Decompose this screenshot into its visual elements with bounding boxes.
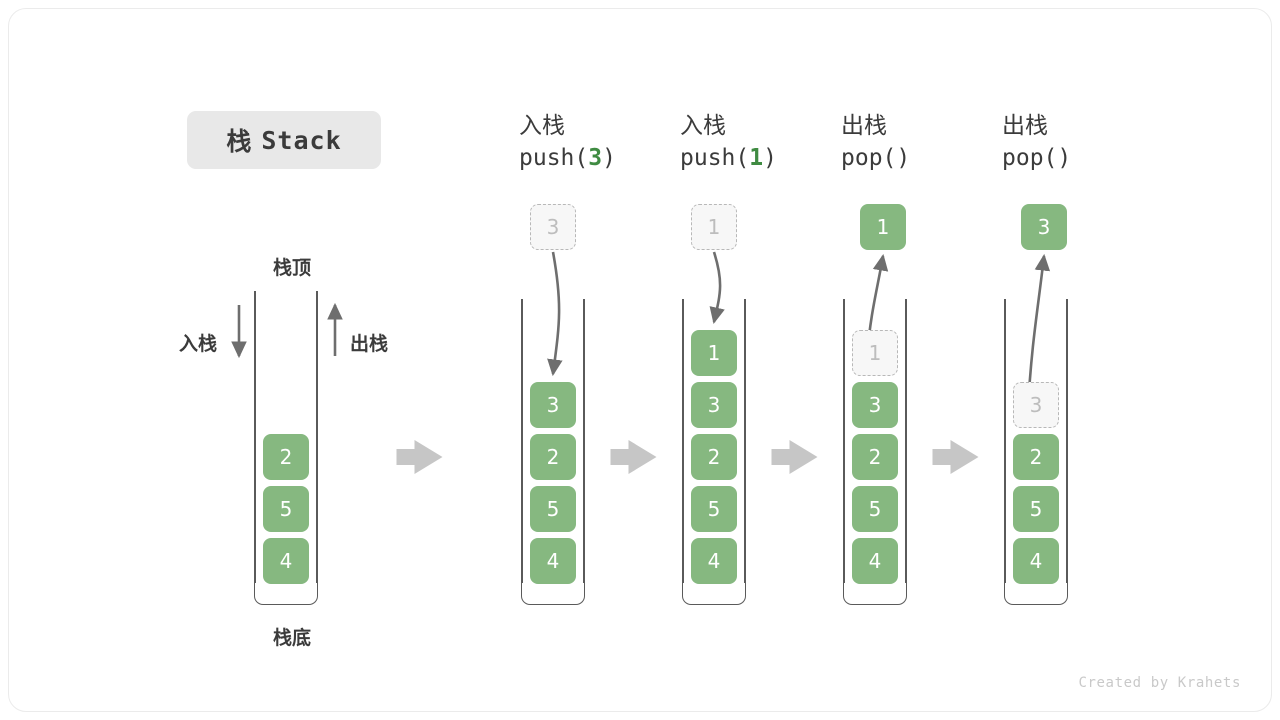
call-argument: 1 bbox=[749, 145, 764, 171]
column-header-code: push(3) bbox=[519, 145, 616, 171]
stack-top-label: 栈顶 bbox=[272, 257, 311, 279]
column-header-cn: 入栈 bbox=[519, 113, 565, 139]
stack-cell: 1 bbox=[852, 330, 898, 376]
column-header-cn: 出栈 bbox=[841, 113, 887, 139]
stack-cell: 5 bbox=[1013, 486, 1059, 532]
transition-arrow-initial-to-push-3 bbox=[396, 440, 443, 474]
diagram-card: 栈 Stack 栈顶 栈底 入栈 出栈 Created by Krahets 2 5… bbox=[8, 8, 1272, 712]
transition-arrow-push-1-to-pop-1 bbox=[771, 440, 818, 474]
diagram-stage: 栈 Stack 栈顶 栈底 入栈 出栈 Created by Krahets 2 5… bbox=[9, 9, 1273, 713]
stack-wall-right bbox=[744, 299, 746, 583]
stack-wall-left bbox=[843, 299, 845, 583]
stack-cell: 5 bbox=[530, 486, 576, 532]
floating-cell-pop-1: 1 bbox=[860, 204, 906, 250]
stack-wall-left bbox=[1004, 299, 1006, 583]
stack-cell: 4 bbox=[1013, 538, 1059, 584]
title-cn: 栈 bbox=[226, 127, 253, 156]
stack-cell: 3 bbox=[530, 382, 576, 428]
floating-cell-pop-3: 3 bbox=[1021, 204, 1067, 250]
stack-wall-right bbox=[583, 299, 585, 583]
stack-cell: 2 bbox=[263, 434, 309, 480]
call-argument: 3 bbox=[588, 145, 603, 171]
stack-container-pop-3 bbox=[1004, 299, 1068, 605]
column-header-push-3: 入栈 push(3) bbox=[519, 111, 699, 175]
stack-wall-right bbox=[1066, 299, 1068, 583]
stack-container-pop-1 bbox=[843, 299, 907, 605]
stack-cell: 3 bbox=[691, 382, 737, 428]
stack-floor bbox=[1004, 583, 1068, 605]
transition-arrow-pop-1-to-pop-3 bbox=[932, 440, 979, 474]
stack-cell: 2 bbox=[691, 434, 737, 480]
stack-cell: 3 bbox=[1013, 382, 1059, 428]
stack-cell: 5 bbox=[263, 486, 309, 532]
stack-cell: 5 bbox=[852, 486, 898, 532]
column-header-push-1: 入栈 push(1) bbox=[680, 111, 860, 175]
stack-cell: 4 bbox=[263, 538, 309, 584]
stack-bottom-label: 栈底 bbox=[272, 627, 311, 649]
column-header-code: pop() bbox=[1002, 145, 1072, 171]
footer-credit: Created by Krahets bbox=[1078, 675, 1241, 691]
push-side-label: 入栈 bbox=[179, 333, 218, 355]
pop-side-label: 出栈 bbox=[350, 333, 389, 355]
stack-container-initial bbox=[254, 291, 318, 605]
stack-cell: 1 bbox=[691, 330, 737, 376]
stack-cell: 2 bbox=[1013, 434, 1059, 480]
stack-wall-right bbox=[316, 291, 318, 583]
stack-cell: 4 bbox=[691, 538, 737, 584]
stack-cell: 2 bbox=[852, 434, 898, 480]
stack-floor bbox=[254, 583, 318, 605]
column-header-pop-1: 出栈 pop() bbox=[841, 111, 1021, 175]
floating-cell-push-1: 1 bbox=[691, 204, 737, 250]
column-header-code: pop() bbox=[841, 145, 911, 171]
stack-cell: 4 bbox=[530, 538, 576, 584]
stack-container-push-1 bbox=[682, 299, 746, 605]
stack-cell: 2 bbox=[530, 434, 576, 480]
stack-floor bbox=[843, 583, 907, 605]
column-header-pop-3: 出栈 pop() bbox=[1002, 111, 1182, 175]
stack-cell: 3 bbox=[852, 382, 898, 428]
stack-cell: 5 bbox=[691, 486, 737, 532]
title-badge: 栈 Stack bbox=[187, 111, 381, 169]
stack-floor bbox=[682, 583, 746, 605]
stack-wall-right bbox=[905, 299, 907, 583]
stack-wall-left bbox=[254, 291, 256, 583]
title-en: Stack bbox=[261, 125, 342, 155]
stack-wall-left bbox=[682, 299, 684, 583]
stack-container-push-3 bbox=[521, 299, 585, 605]
stack-cell: 4 bbox=[852, 538, 898, 584]
column-header-cn: 出栈 bbox=[1002, 113, 1048, 139]
column-header-code: push(1) bbox=[680, 145, 777, 171]
stack-wall-left bbox=[521, 299, 523, 583]
column-header-cn: 入栈 bbox=[680, 113, 726, 139]
floating-cell-push-3: 3 bbox=[530, 204, 576, 250]
transition-arrow-push-3-to-push-1 bbox=[610, 440, 657, 474]
stack-floor bbox=[521, 583, 585, 605]
